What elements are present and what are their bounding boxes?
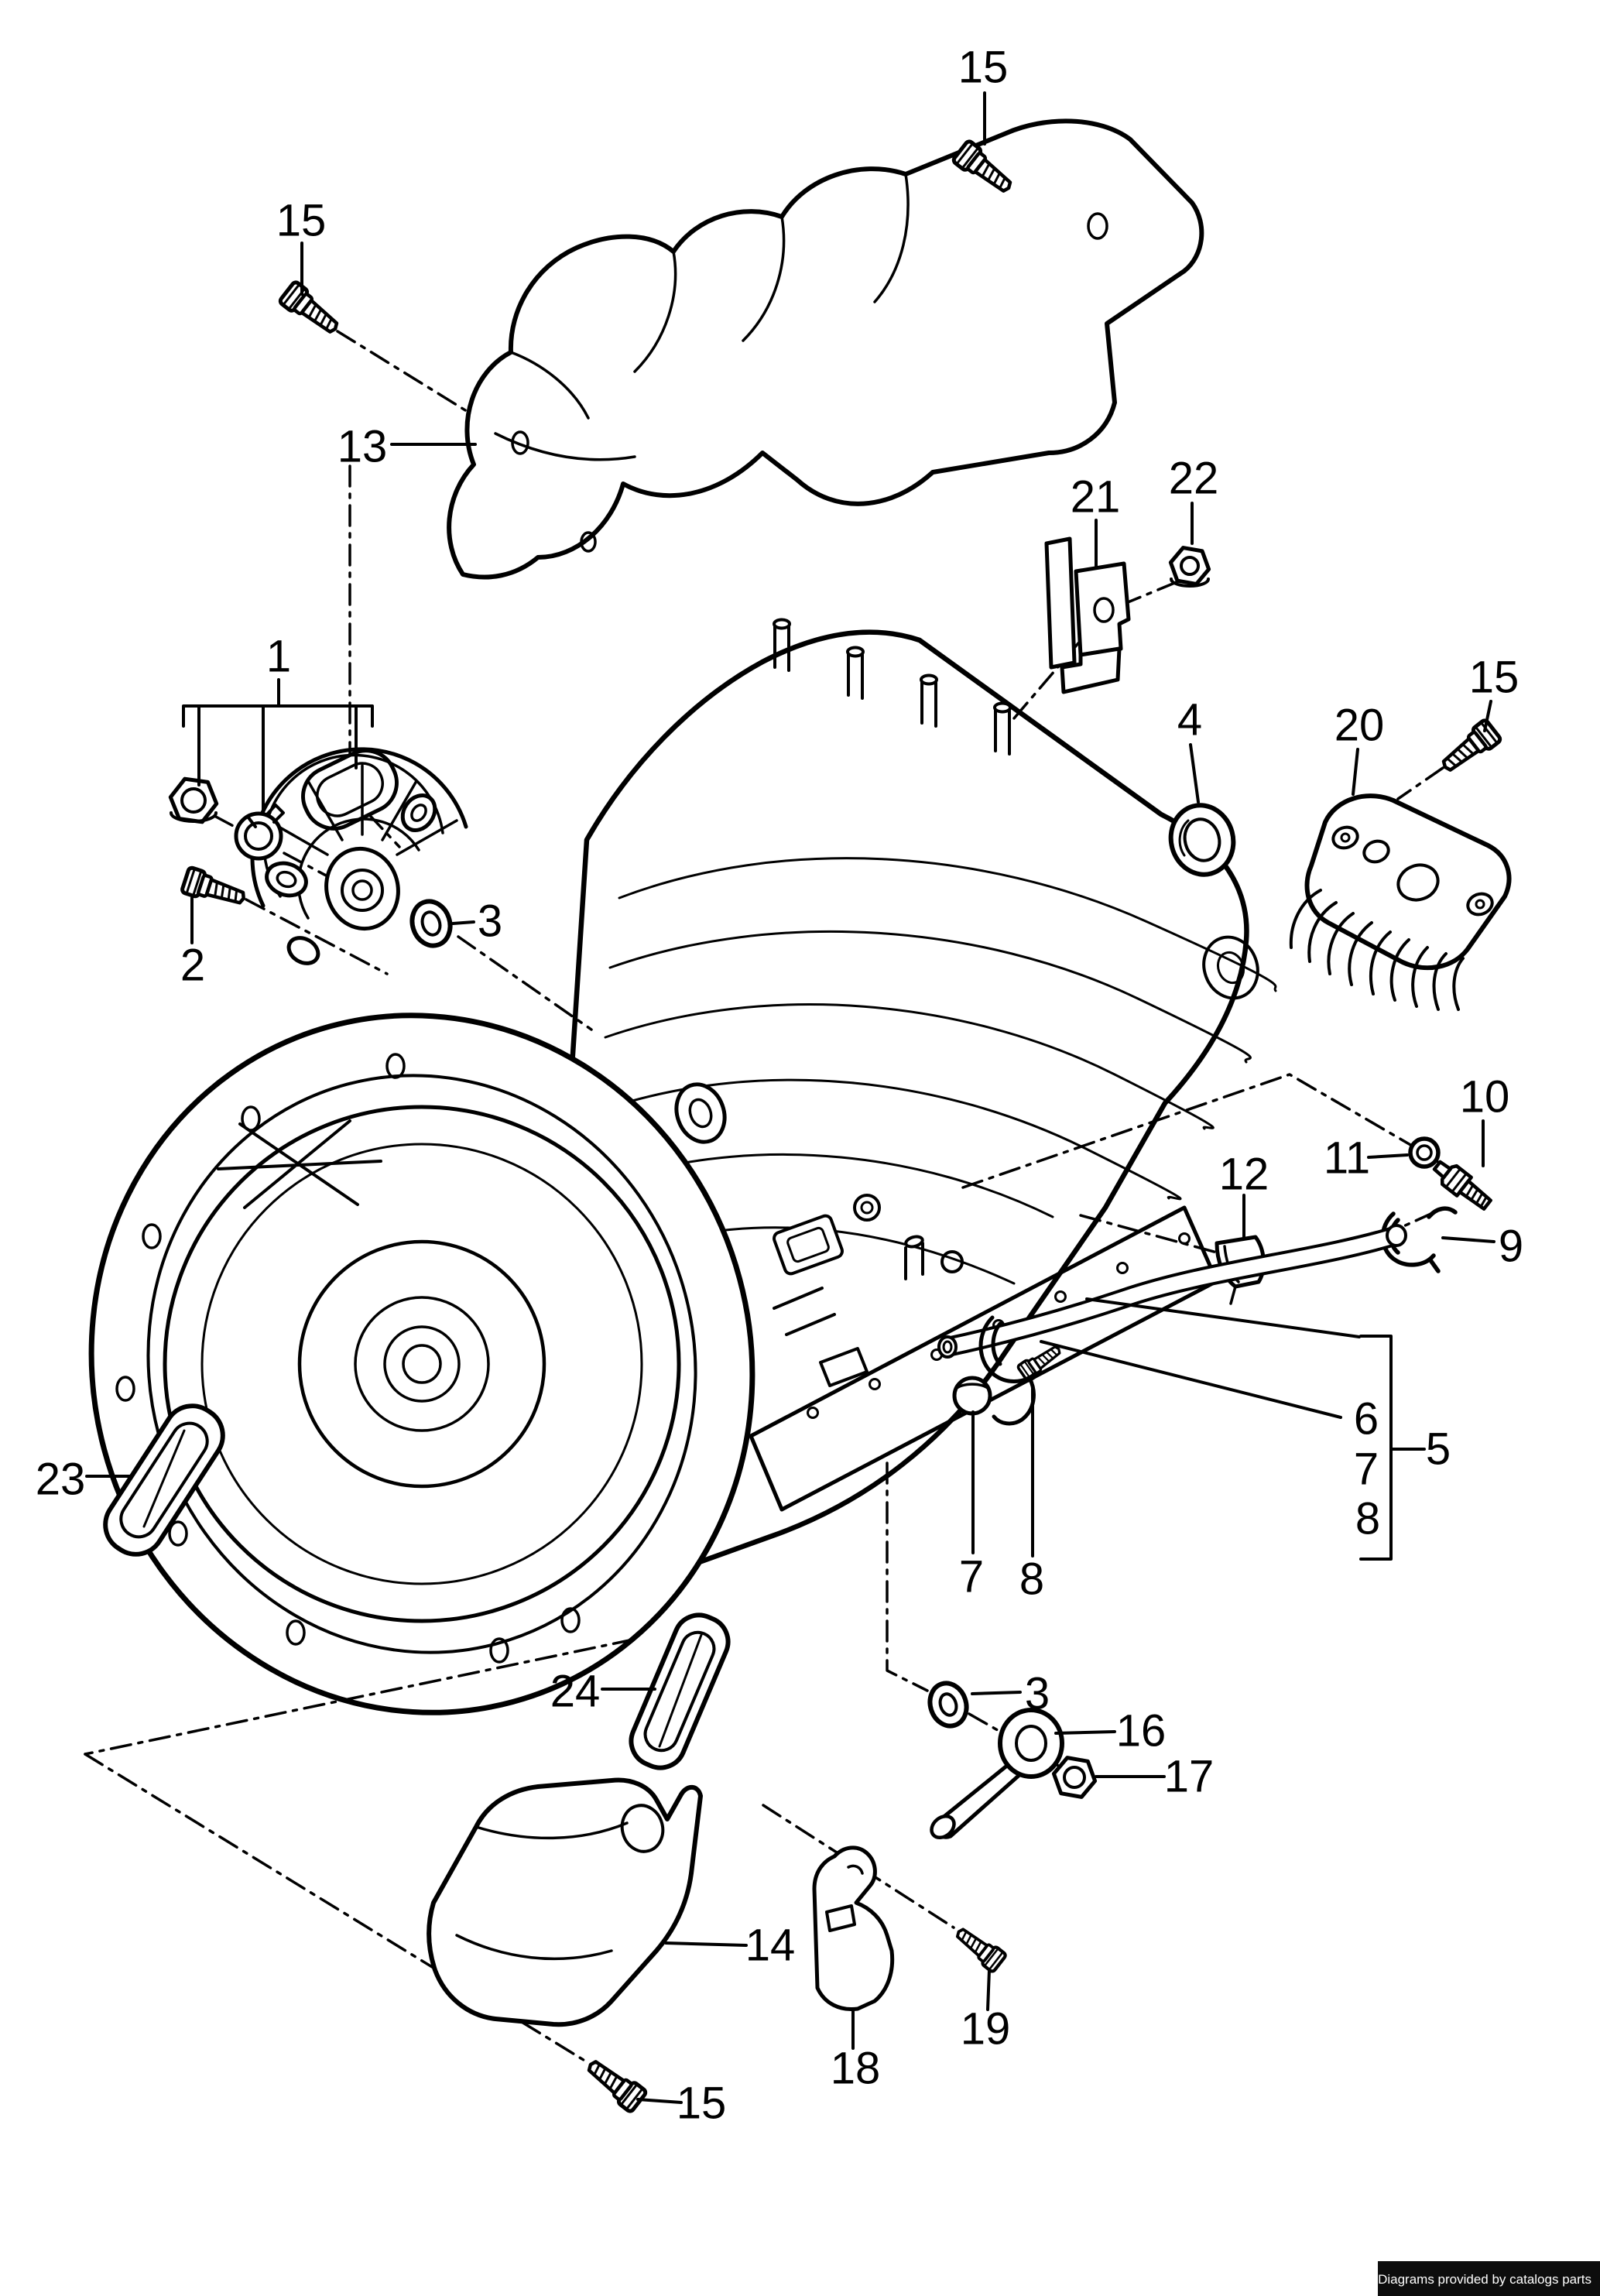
callout-label-17: 17 [1164,1752,1215,1802]
callout-label-24: 24 [550,1667,601,1717]
callout-label-9: 9 [1499,1222,1523,1272]
part-seal-ring-3-upper [409,899,453,948]
callout-label-4: 4 [1177,695,1202,745]
callout-label-11: 11 [1324,1133,1370,1184]
part-cover-strip-23 [103,1403,225,1557]
part-bolt-15-right [1437,719,1501,777]
part-selector-link-16 [930,1708,1064,1840]
part-shaft-seal-4 [1168,803,1236,877]
callout-labels: 15 15 13 21 22 1 4 20 15 2 3 10 11 12 9 … [36,43,1523,2129]
footer-credit-background [1378,2261,1600,2296]
part-cover-strip-24 [629,1612,731,1770]
footer-credit-bar: Diagrams provided by catalogs parts [1378,2261,1600,2296]
callout-label-15-top-left: 15 [276,196,327,246]
footer-credit-text: Diagrams provided by catalogs parts [1378,2272,1591,2287]
callout-label-23: 23 [36,1455,86,1505]
callout-label-15-bottom: 15 [677,2078,727,2129]
part-hex-nut-22 [1168,546,1211,588]
callout-label-14: 14 [745,1921,796,1971]
callout-label-3-lower: 3 [1025,1669,1050,1719]
callout-label-22: 22 [1169,454,1219,504]
callout-label-12: 12 [1219,1150,1269,1200]
callout-label-1: 1 [266,632,291,682]
part-hex-nut-17 [1051,1756,1098,1799]
leader-lines [85,91,1496,2104]
callout-label-15-right: 15 [1469,653,1519,703]
part-breather-valve-10 [1432,1160,1492,1211]
callout-label-7-right: 7 [1354,1444,1379,1495]
mounting-studs [773,618,1012,756]
part-bolt-19 [952,1923,1007,1972]
valve-body-detail [773,1194,964,1387]
part-filler-tube-5 [937,1224,1407,1359]
callout-label-21: 21 [1071,472,1121,523]
callout-label-16: 16 [1116,1706,1167,1756]
callout-label-8-bottom: 8 [1019,1554,1044,1605]
part-holder-bracket-18 [812,1845,895,2012]
part-bolt-15-bottom [582,2054,646,2113]
part-seal-ring-3-lower [927,1681,969,1729]
callout-label-13: 13 [337,422,388,472]
part-bolt-15-top-left [279,281,343,339]
part-lock-washer-1 [234,804,285,861]
callout-label-19: 19 [961,2004,1011,2054]
part-bolt-8 [1016,1339,1066,1384]
callout-label-18: 18 [831,2044,881,2094]
part-support-bracket-21 [1044,536,1131,694]
part-heat-shield [447,118,1204,580]
part-finned-cover-20 [1289,793,1512,1011]
callout-label-7-bottom: 7 [959,1552,984,1602]
callout-label-2: 2 [180,941,205,991]
callout-label-10: 10 [1460,1072,1510,1122]
callout-label-3-upper: 3 [478,896,502,947]
flange-holes [115,1053,581,1664]
part-multifunction-switch [250,747,468,965]
part-hex-nut-1 [168,776,219,824]
callout-label-20: 20 [1334,701,1385,751]
callout-label-5: 5 [1426,1424,1451,1475]
bell-housing [88,1013,755,1715]
part-protective-plate-14 [427,1777,703,2027]
part-o-ring-11 [1408,1136,1441,1169]
callout-label-15-top-center: 15 [958,43,1009,93]
callout-label-6: 6 [1354,1394,1379,1444]
part-plug-7 [952,1376,992,1416]
callout-label-8-right: 8 [1355,1494,1380,1544]
